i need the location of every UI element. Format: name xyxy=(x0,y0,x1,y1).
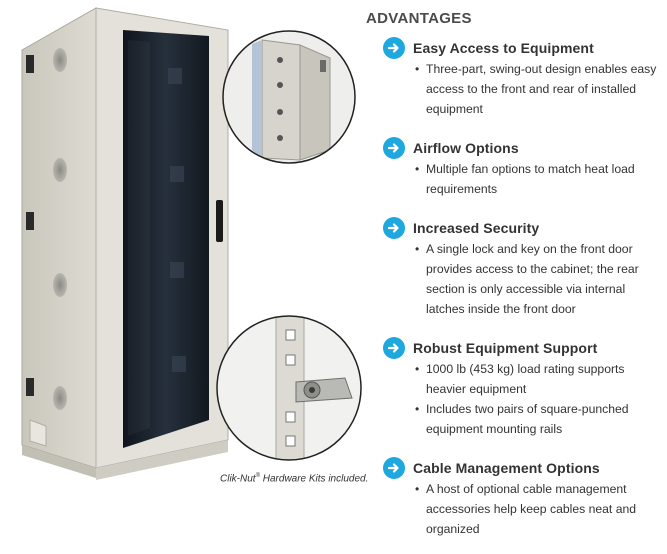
arrow-right-circle-icon xyxy=(383,337,405,359)
advantage-item: Increased Security A single lock and key … xyxy=(383,217,667,319)
advantage-item: Cable Management Options A host of option… xyxy=(383,457,667,539)
advantage-title: Robust Equipment Support xyxy=(413,340,598,356)
advantage-title: Increased Security xyxy=(413,220,540,236)
advantage-bullet: 1000 lb (453 kg) load rating supports he… xyxy=(415,359,663,399)
advantage-item: Easy Access to EquipmentThree-part, swin… xyxy=(383,37,667,119)
advantage-bullet: Three-part, swing-out design enables eas… xyxy=(415,59,663,119)
advantage-bullet: A host of optional cable management acce… xyxy=(415,479,663,539)
advantage-bullet: Includes two pairs of square-punched equ… xyxy=(415,399,663,439)
cabinet-photo xyxy=(21,7,362,480)
cabinet-front xyxy=(95,7,229,480)
arrow-right-circle-icon xyxy=(383,137,405,159)
advantage-title-row: Airflow Options xyxy=(383,137,667,159)
arrow-right-circle-icon xyxy=(383,217,405,239)
arrow-right-circle-icon xyxy=(383,37,405,59)
hardware-caption: Clik-Nut® Hardware Kits included. xyxy=(220,473,369,485)
advantage-title: Easy Access to Equipment xyxy=(413,40,594,56)
detail-clik-nut xyxy=(216,315,362,461)
door-handle xyxy=(216,200,223,242)
advantage-title-row: Easy Access to Equipment xyxy=(383,37,667,59)
advantage-item: Robust Equipment Support 1000 lb (453 kg)… xyxy=(383,337,667,439)
glass-door xyxy=(123,30,209,448)
cabinet-side-panel xyxy=(21,7,97,478)
advantage-title-row: Robust Equipment Support xyxy=(383,337,667,359)
arrow-right-circle-icon xyxy=(383,457,405,479)
advantage-title: Airflow Options xyxy=(413,140,519,156)
detail-swing-out xyxy=(222,30,356,164)
advantage-bullet: A single lock and key on the front door … xyxy=(415,239,663,319)
advantage-bullet: Multiple fan options to match heat load … xyxy=(415,159,663,199)
advantage-title-row: Increased Security xyxy=(383,217,667,239)
advantage-title-row: Cable Management Options xyxy=(383,457,667,479)
advantage-title: Cable Management Options xyxy=(413,460,600,476)
advantage-item: Airflow OptionsMultiple fan options to m… xyxy=(383,137,667,199)
advantages-heading: ADVANTAGES xyxy=(366,10,472,27)
